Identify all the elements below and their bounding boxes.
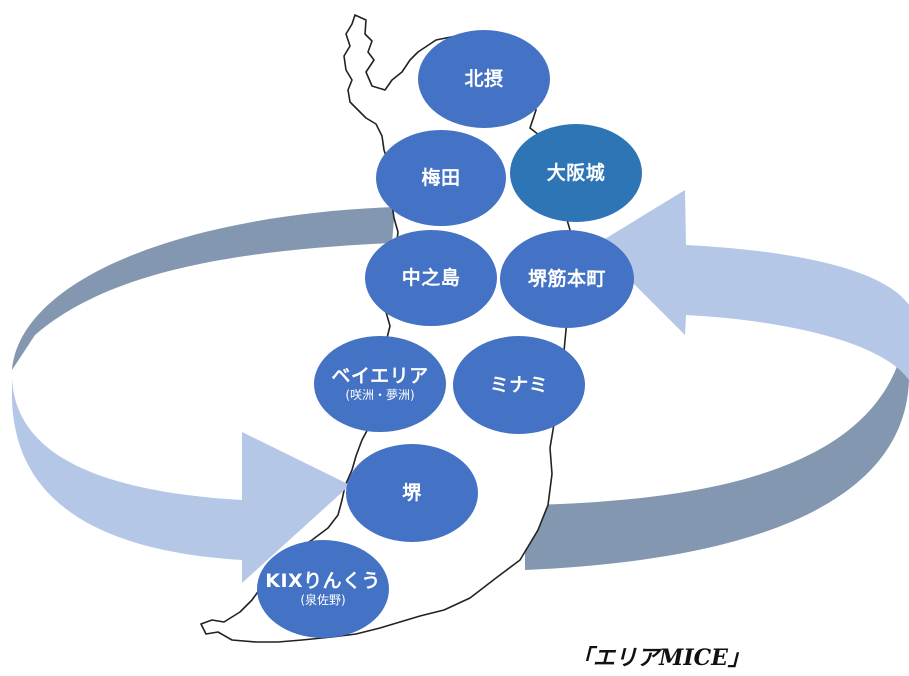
cycle-arrow-top-band	[12, 207, 395, 370]
cycle-arrow-left-band	[11, 370, 243, 560]
area-bubble-hokusetsu: 北摂	[418, 30, 550, 128]
area-bubble-osakajo: 大阪城	[510, 124, 642, 222]
area-label-osakajo: 大阪城	[546, 162, 606, 184]
area-bubble-nakanoshima: 中之島	[365, 230, 497, 326]
area-sublabel-bayarea: (咲洲・夢洲)	[345, 388, 415, 402]
area-label-sakaisuji: 堺筋本町	[527, 268, 606, 290]
area-bubble-minami: ミナミ	[453, 336, 585, 434]
area-bubble-sakai: 堺	[346, 444, 478, 542]
cycle-arrow-left-head	[242, 432, 350, 583]
area-bubble-kix: KIXりんくう (泉佐野)	[257, 540, 389, 638]
area-label-nakanoshima: 中之島	[401, 267, 461, 289]
cycle-arrow-right-band	[525, 300, 909, 570]
area-label-umeda: 梅田	[421, 167, 461, 189]
area-bubble-sakaisuji: 堺筋本町	[500, 230, 634, 328]
area-bubble-bayarea: ベイエリア (咲洲・夢洲)	[314, 336, 446, 432]
cycle-arrow-right-head	[595, 190, 909, 380]
diagram-caption: ｢エリアMICE｣	[582, 645, 739, 671]
area-sublabel-kix: (泉佐野)	[300, 593, 346, 607]
area-bubble-umeda: 梅田	[376, 130, 506, 226]
area-label-minami: ミナミ	[489, 374, 549, 396]
area-label-bayarea: ベイエリア	[331, 365, 429, 387]
area-label-sakai: 堺	[402, 482, 422, 504]
area-label-hokusetsu: 北摂	[464, 68, 504, 90]
area-label-kix: KIXりんくう	[265, 570, 381, 592]
